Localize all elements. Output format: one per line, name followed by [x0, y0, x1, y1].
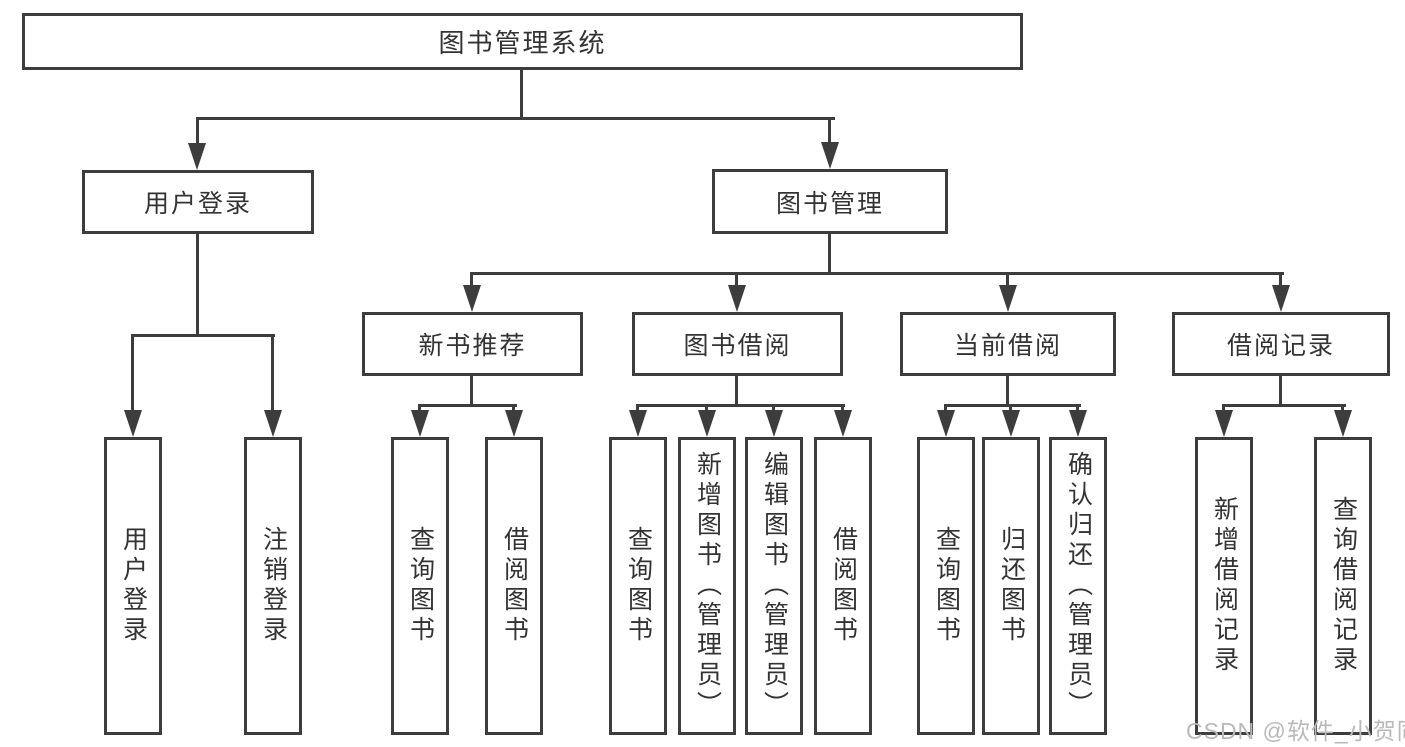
leaf-label: 归还图书 [997, 526, 1026, 646]
node-current-borrowing: 当前借阅 [900, 312, 1116, 376]
leaf-label: 编辑图书（管理员） [760, 451, 789, 721]
leaf-add-book-admin: 新增图书（管理员） [678, 437, 736, 735]
arrowhead-icon [1334, 410, 1352, 437]
leaf-label: 新增图书（管理员） [693, 451, 722, 721]
node-book-borrowing: 图书借阅 [632, 312, 843, 376]
arrowhead-icon [188, 143, 206, 170]
arrowhead-icon [937, 410, 955, 437]
leaf-logout: 注销登录 [244, 437, 302, 735]
leaf-return-book: 归还图书 [982, 437, 1040, 735]
arrowhead-icon [1069, 410, 1087, 437]
node-label: 借阅记录 [1226, 332, 1335, 360]
leaf-query-borrow-record: 查询借阅记录 [1314, 437, 1372, 735]
connector-line [196, 117, 199, 147]
arrowhead-icon [1002, 410, 1020, 437]
leaf-label: 借阅图书 [829, 526, 858, 646]
node-user-login: 用户登录 [82, 170, 314, 234]
arrowhead-icon [765, 410, 783, 437]
connector-line [512, 404, 515, 414]
leaf-query-books-current: 查询图书 [917, 437, 975, 735]
connector-line [1076, 404, 1079, 414]
leaf-query-books-borrowing: 查询图书 [609, 437, 667, 735]
arrowhead-icon [698, 410, 716, 437]
connector-line [1279, 375, 1282, 406]
connector-line [418, 404, 517, 407]
watermark: CSDN @软件_小贺同学 [1186, 718, 1405, 744]
arrowhead-icon [505, 410, 523, 437]
connector-line [636, 404, 639, 414]
leaf-add-borrow-record: 新增借阅记录 [1195, 437, 1253, 735]
connector-line [271, 334, 274, 413]
connector-line [1222, 404, 1346, 407]
connector-line [828, 117, 831, 146]
connector-line [735, 375, 738, 406]
connector-line [196, 117, 835, 120]
connector-line [418, 404, 421, 414]
arrowhead-icon [1272, 285, 1290, 312]
connector-line [944, 404, 1081, 407]
node-new-book-recommendation: 新书推荐 [362, 312, 583, 376]
node-label: 当前借阅 [953, 332, 1062, 360]
leaf-label: 查询借阅记录 [1329, 496, 1358, 676]
connector-line [520, 69, 523, 119]
connector-line [705, 404, 708, 414]
leaf-edit-book-admin: 编辑图书（管理员） [745, 437, 803, 735]
node-label: 用户登录 [143, 190, 252, 218]
connector-line [131, 334, 275, 337]
leaf-label: 查询图书 [932, 526, 961, 646]
arrowhead-icon [629, 410, 647, 437]
connector-line [1006, 272, 1009, 287]
connector-line [772, 404, 775, 414]
leaf-user-login: 用户登录 [104, 437, 162, 735]
leaf-confirm-return-admin: 确认归还（管理员） [1049, 437, 1107, 735]
connector-line [828, 233, 831, 275]
connector-line [1222, 404, 1225, 414]
node-borrowing-records: 借阅记录 [1172, 312, 1390, 376]
arrowhead-icon [463, 285, 481, 312]
leaf-label: 确认归还（管理员） [1064, 451, 1093, 721]
leaf-query-books-recommend: 查询图书 [391, 437, 449, 735]
connector-line [1341, 404, 1344, 414]
leaf-label: 新增借阅记录 [1210, 496, 1239, 676]
connector-line [131, 334, 134, 413]
arrowhead-icon [124, 410, 142, 437]
connector-line [196, 233, 199, 336]
node-label: 新书推荐 [418, 332, 527, 360]
connector-line [470, 272, 1284, 275]
arrowhead-icon [264, 410, 282, 437]
connector-line [636, 404, 845, 407]
leaf-label: 注销登录 [259, 526, 288, 646]
node-label: 图书借阅 [683, 332, 792, 360]
arrowhead-icon [1215, 410, 1233, 437]
connector-line [1279, 272, 1282, 287]
node-label: 图书管理系统 [438, 28, 607, 58]
node-library-management-system: 图书管理系统 [22, 13, 1023, 70]
arrowhead-icon [728, 285, 746, 312]
leaf-label: 查询图书 [406, 526, 435, 646]
arrowhead-icon [821, 142, 839, 169]
node-label: 图书管理 [775, 189, 884, 218]
connector-line [1006, 375, 1009, 406]
arrowhead-icon [834, 410, 852, 437]
arrowhead-icon [411, 410, 429, 437]
connector-line [944, 404, 947, 414]
connector-line [735, 272, 738, 287]
connector-line [1009, 404, 1012, 414]
leaf-borrow-books-borrowing: 借阅图书 [814, 437, 872, 735]
arrowhead-icon [999, 285, 1017, 312]
leaf-label: 借阅图书 [500, 526, 529, 646]
leaf-borrow-books-recommend: 借阅图书 [485, 437, 543, 735]
connector-line [841, 404, 844, 414]
leaf-label: 查询图书 [624, 526, 653, 646]
leaf-label: 用户登录 [119, 526, 148, 646]
connector-line [470, 272, 473, 287]
connector-line [470, 375, 473, 406]
node-book-management: 图书管理 [712, 169, 948, 234]
